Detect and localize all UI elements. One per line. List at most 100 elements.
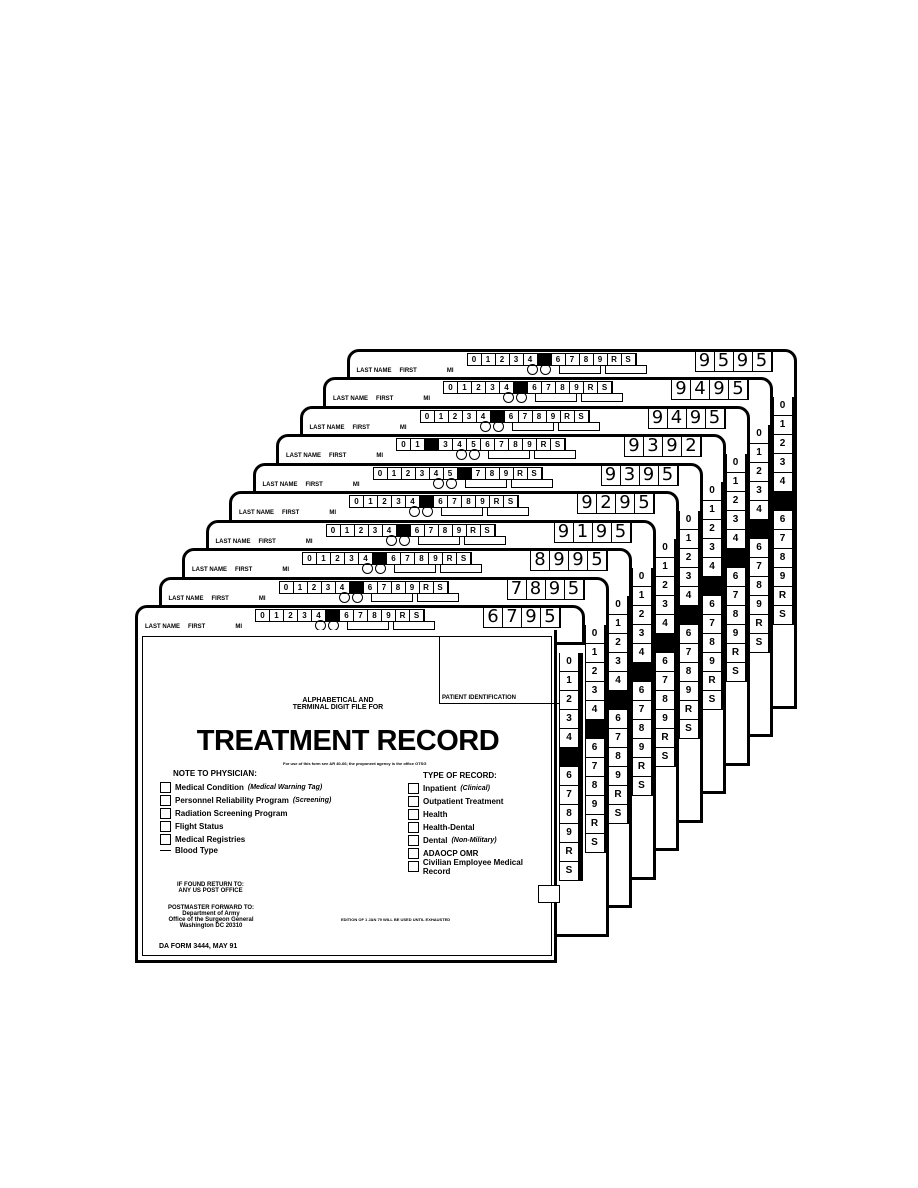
ssn-box[interactable]: [510, 478, 553, 488]
checkbox[interactable]: [408, 848, 419, 859]
side-cell: 6: [750, 539, 768, 558]
ssn-box[interactable]: [393, 621, 435, 630]
ssn-box[interactable]: [463, 535, 506, 545]
ssn-box[interactable]: [464, 478, 507, 488]
ssn-box[interactable]: [511, 421, 554, 431]
ssn-box[interactable]: [488, 450, 530, 459]
strip-cell: 3: [369, 524, 383, 536]
strip-cell: 8: [415, 553, 429, 564]
side-cell: 2: [632, 606, 651, 625]
ssn-box[interactable]: [370, 592, 413, 602]
terminal-digit: 5: [753, 350, 772, 371]
note-to-physician-heading: NOTE TO PHYSICIAN:: [173, 769, 257, 778]
physician-item[interactable]: Medical Registries: [160, 833, 331, 846]
checkbox[interactable]: [408, 783, 419, 794]
ssn-boxes: [464, 478, 553, 488]
physician-item[interactable]: Radiation Screening Program: [160, 807, 331, 820]
strip-cell: 2: [378, 496, 392, 507]
record-type-item[interactable]: ADAOCP OMR: [408, 847, 551, 860]
side-cell: 9: [585, 796, 604, 815]
patient-identification-box: PATIENT IDENTIFICATION: [439, 637, 565, 704]
checkbox[interactable]: [408, 796, 419, 807]
side-cell: 3: [585, 682, 604, 701]
strip-cell: 7: [519, 410, 533, 422]
return-line-2: ANY US POST OFFICE: [178, 888, 243, 894]
record-type-item[interactable]: Outpatient Treatment: [408, 795, 551, 808]
physician-item[interactable]: Personnel Reliability Program(Screening): [160, 794, 331, 807]
strip-cell: 3: [486, 382, 500, 393]
strip-cell: 5: [373, 553, 387, 564]
side-cell: R: [656, 729, 674, 748]
ssn-box[interactable]: [581, 393, 623, 402]
terminal-digit: 9: [569, 550, 588, 570]
record-type-item[interactable]: Health-Dental: [408, 821, 551, 834]
terminal-digit: 9: [672, 379, 691, 399]
ssn-box[interactable]: [535, 393, 577, 402]
record-type-item[interactable]: Dental(Non-Military): [408, 834, 551, 847]
ssn-box[interactable]: [394, 564, 436, 573]
strip-cell: 9: [406, 581, 420, 593]
checkbox[interactable]: [160, 808, 171, 819]
side-cell: 1: [609, 615, 627, 634]
ssn-box[interactable]: [557, 421, 600, 431]
ssn-box[interactable]: [441, 507, 483, 516]
checkbox[interactable]: [408, 822, 419, 833]
side-cell: 9: [656, 710, 674, 729]
physician-checklist: Medical Condition(Medical Warning Tag)Pe…: [160, 781, 331, 846]
strip-cell: 8: [368, 610, 382, 621]
checkbox[interactable]: [160, 782, 171, 793]
blood-type-line[interactable]: [160, 850, 171, 851]
checkbox[interactable]: [160, 834, 171, 845]
ssn-box[interactable]: [440, 564, 482, 573]
ssn-boxes: [417, 535, 506, 545]
record-type-item[interactable]: Health: [408, 808, 551, 821]
postmaster-line-4: Washington DC 20310: [179, 923, 243, 929]
record-type-item[interactable]: Inpatient(Clinical): [408, 782, 551, 795]
side-cell: S: [703, 691, 721, 710]
ssn-box[interactable]: [416, 592, 459, 602]
strip-cell: 6: [481, 439, 495, 450]
strip-cell: 9: [476, 496, 490, 507]
return-line-1: IF FOUND RETURN TO:: [177, 882, 244, 888]
record-type-item[interactable]: Civilian Employee Medical Record: [408, 858, 551, 876]
side-cell: 2: [750, 463, 768, 482]
ssn-box[interactable]: [417, 535, 460, 545]
side-cell: S: [609, 805, 627, 824]
terminal-digit: 7: [503, 607, 522, 627]
checkbox[interactable]: [408, 835, 419, 846]
strip-cell: 4: [336, 581, 350, 593]
checkbox[interactable]: [408, 861, 419, 872]
strip-cell: S: [575, 410, 589, 422]
side-cell: [632, 662, 651, 682]
strip-cell: 7: [542, 382, 556, 393]
checkbox[interactable]: [160, 821, 171, 832]
side-cell: 9: [750, 596, 768, 615]
checkbox[interactable]: [408, 809, 419, 820]
terminal-digit: 5: [659, 464, 678, 485]
terminal-digit: 3: [644, 436, 663, 456]
ssn-box[interactable]: [347, 621, 389, 630]
ssn-box[interactable]: [487, 507, 529, 516]
terminal-digit: 2: [597, 493, 616, 513]
circle-mark: [469, 449, 480, 460]
ssn-box[interactable]: [534, 450, 576, 459]
side-cell: 8: [632, 720, 651, 739]
strip-cell: R: [396, 610, 410, 621]
ssn-box[interactable]: [604, 364, 647, 374]
strip-cell: 0: [350, 496, 364, 507]
checkbox[interactable]: [160, 795, 171, 806]
ssn-box[interactable]: [558, 364, 601, 374]
strip-cell: 7: [401, 553, 415, 564]
physician-item[interactable]: Flight Status: [160, 820, 331, 833]
label-first: FIRST: [352, 424, 370, 431]
physician-item[interactable]: Medical Condition(Medical Warning Tag): [160, 781, 331, 794]
side-cell: 8: [773, 549, 792, 568]
strip-cell: 5: [326, 610, 340, 621]
side-cell: 9: [632, 739, 651, 758]
